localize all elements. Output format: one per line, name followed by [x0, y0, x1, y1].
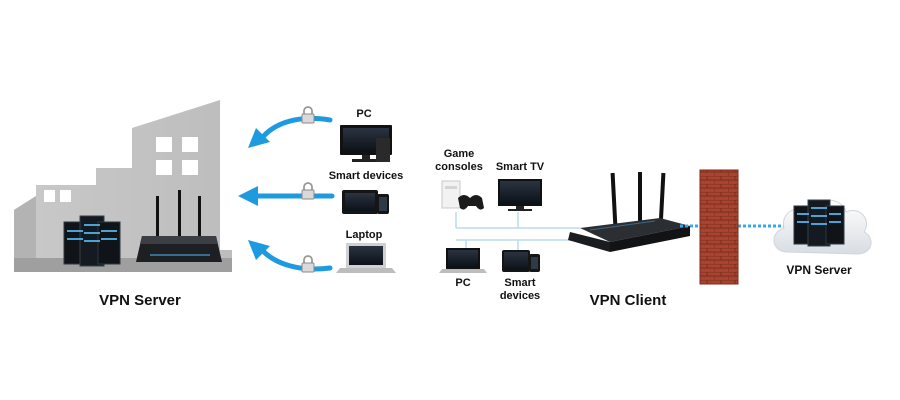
vpn-client-label: VPN Client [590, 292, 667, 309]
client-router-icon [568, 172, 690, 252]
client-smart-devices-label-line2: devices [500, 290, 540, 302]
router-icon [136, 190, 222, 262]
cloud-server-rack-icon [793, 199, 845, 247]
game-console-icon [441, 180, 484, 210]
laptop-icon [336, 243, 396, 273]
left-device-label-laptop: Laptop [346, 229, 383, 241]
vpn-arrows [253, 115, 335, 272]
padlock-icon [301, 106, 315, 273]
smart-tv-label: Smart TV [496, 161, 545, 173]
tablet-phone-icon [342, 190, 389, 214]
smart-tv-icon [498, 179, 542, 211]
server-rack-icon [63, 215, 121, 267]
game-consoles-label-line1: Game [444, 148, 475, 160]
desktop-monitor-icon [340, 125, 392, 162]
game-consoles-label-line2: consoles [435, 161, 483, 173]
right-server-label: VPN Server [786, 263, 852, 277]
firewall-icon [699, 169, 739, 285]
client-smart-devices-label-line1: Smart [504, 277, 536, 289]
arrow-heads [238, 128, 270, 260]
arrow-pc [259, 115, 333, 141]
client-lan-lines [455, 212, 580, 250]
left-device-label-smart-devices: Smart devices [329, 170, 404, 182]
client-pc-label: PC [455, 277, 470, 289]
client-pc-icon [439, 248, 487, 273]
left-server-label: VPN Server [99, 292, 181, 309]
building-windows [44, 137, 198, 202]
client-smart-devices-icon [502, 250, 540, 272]
left-device-label-pc: PC [356, 108, 371, 120]
arrow-laptop [259, 247, 333, 272]
